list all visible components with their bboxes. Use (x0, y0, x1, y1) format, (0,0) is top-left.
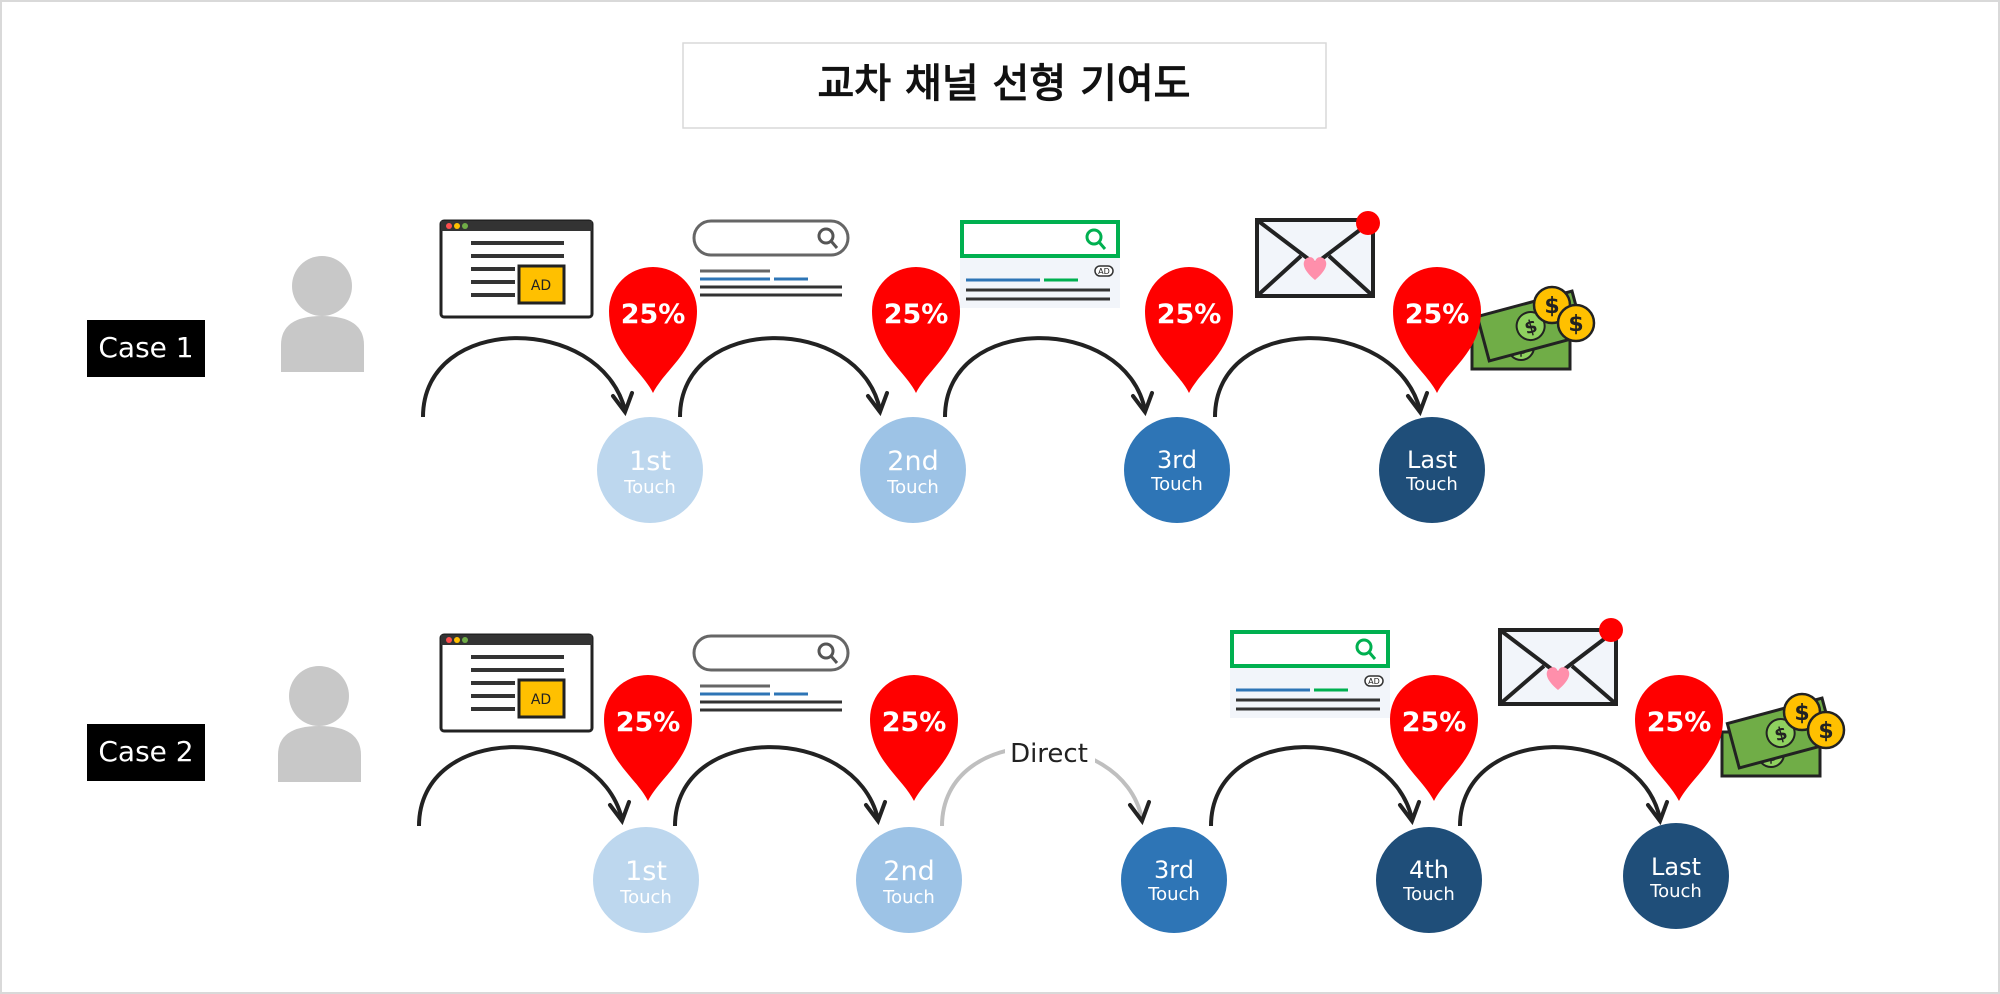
svg-text:Touch: Touch (623, 477, 676, 498)
arrowheads-case-1 (611, 391, 1429, 417)
svg-text:Last: Last (1407, 446, 1457, 474)
page-title: 교차 채널 선형 기여도 (818, 61, 1191, 107)
svg-text:1st: 1st (625, 856, 667, 887)
arrow (1209, 745, 1414, 827)
pin: 25% (872, 267, 960, 393)
direct-label: Direct (1010, 739, 1088, 769)
search-icon (692, 219, 850, 297)
user-icon (278, 666, 361, 782)
ad-badge-text: AD (531, 278, 551, 294)
case-1-label-box (87, 320, 205, 377)
title-box (682, 42, 1327, 129)
money-icon: $ $ $ $ (1470, 285, 1596, 371)
arrow (673, 745, 880, 827)
search-ad-badge: AD (1098, 267, 1110, 276)
journey-arrows-case-2 (417, 745, 1662, 827)
svg-text:Touch: Touch (619, 887, 672, 908)
pin-share: 25% (1647, 707, 1712, 738)
touch-node: 4th Touch (1376, 827, 1482, 933)
case-2-label: Case 2 (98, 735, 193, 768)
arrow (421, 336, 627, 418)
touch-node: 1st Touch (597, 417, 703, 523)
svg-text:$: $ (1818, 719, 1833, 744)
pin-share: 25% (1157, 299, 1222, 330)
search-ad-icon: AD (960, 220, 1120, 308)
pin: 25% (604, 675, 692, 801)
svg-text:2nd: 2nd (887, 446, 938, 477)
svg-text:4th: 4th (1409, 856, 1449, 884)
pin: 25% (609, 267, 697, 393)
arrow (678, 336, 882, 418)
journey-arrows-case-1 (421, 336, 1422, 418)
pin-share: 25% (1405, 299, 1470, 330)
svg-text:$: $ (1772, 723, 1790, 747)
pin-share: 25% (884, 299, 949, 330)
search-icon (692, 634, 850, 712)
touch-node: Last Touch (1623, 823, 1729, 929)
svg-text:$: $ (1522, 316, 1540, 340)
search-ad-badge: AD (1368, 677, 1380, 686)
arrow (417, 745, 624, 827)
pin-share: 25% (621, 299, 686, 330)
display-ad-icon: AD (439, 219, 594, 319)
direct-label-bg (1005, 735, 1095, 769)
touch-node: 2nd Touch (856, 827, 962, 933)
touch-node: 3rd Touch (1121, 827, 1227, 933)
search-ad-icon: AD (1230, 630, 1390, 718)
pin: 25% (1393, 267, 1481, 393)
arrow (943, 336, 1147, 418)
svg-text:3rd: 3rd (1154, 856, 1194, 884)
touch-node: 1st Touch (593, 827, 699, 933)
email-icon (1255, 211, 1380, 298)
pin-share: 25% (882, 707, 947, 738)
svg-text:$: $ (1544, 294, 1559, 319)
svg-text:Touch: Touch (1147, 884, 1200, 905)
pin: 25% (1145, 267, 1233, 393)
svg-text:Touch: Touch (1649, 881, 1702, 902)
svg-text:$: $ (1794, 701, 1809, 726)
pin-share: 25% (616, 707, 681, 738)
touch-node: 2nd Touch (860, 417, 966, 523)
touch-node: 3rd Touch (1124, 417, 1230, 523)
arrowheads-case-2 (608, 800, 1669, 826)
svg-text:3rd: 3rd (1157, 446, 1197, 474)
arrow (1458, 745, 1662, 827)
svg-text:Touch: Touch (886, 477, 939, 498)
email-icon (1498, 618, 1623, 706)
display-ad-icon: AD (439, 633, 594, 733)
svg-text:Touch: Touch (1405, 474, 1458, 495)
pin: 25% (1635, 675, 1723, 801)
arrow (1213, 336, 1422, 418)
pin-share: 25% (1402, 707, 1467, 738)
user-icon (281, 256, 364, 372)
svg-text:1st: 1st (629, 446, 671, 477)
money-icon: $ $ $ $ (1720, 692, 1846, 778)
pin: 25% (1390, 675, 1478, 801)
ad-badge-text: AD (531, 692, 551, 708)
svg-text:$: $ (1568, 312, 1583, 337)
case-1-label: Case 1 (98, 331, 193, 364)
svg-text:2nd: 2nd (883, 856, 934, 887)
case-2-label-box (87, 724, 205, 781)
touch-node: Last Touch (1379, 417, 1485, 523)
svg-text:Touch: Touch (882, 887, 935, 908)
pin: 25% (870, 675, 958, 801)
svg-text:Touch: Touch (1402, 884, 1455, 905)
svg-text:Touch: Touch (1150, 474, 1203, 495)
svg-text:Last: Last (1651, 853, 1701, 881)
